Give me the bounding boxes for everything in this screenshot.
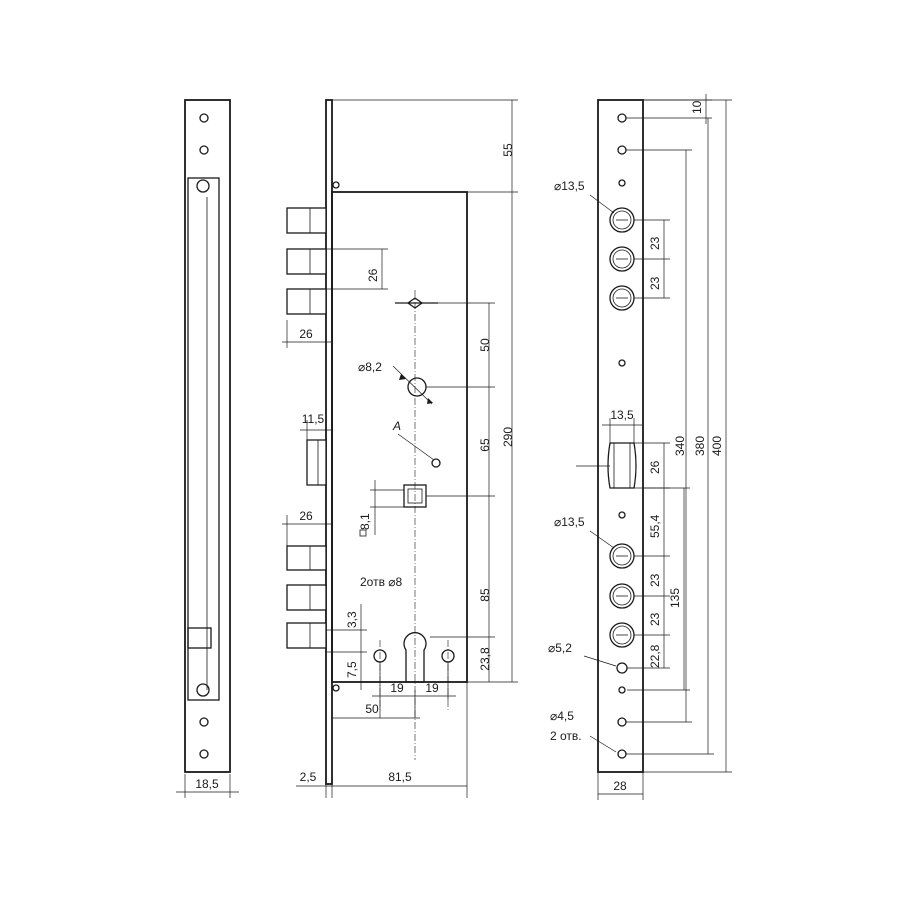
dim-strike-latch-height: 26 [648, 460, 662, 474]
dim-screw-diameter: ⌀4,5 [550, 709, 574, 723]
faceplate-screw-hole [199, 749, 209, 759]
dim-hole-offset: 22,8 [648, 644, 662, 668]
strike-screw-hole [618, 179, 626, 187]
dim-plate-thickness: 2,5 [300, 770, 317, 784]
strike-latch-opening [607, 442, 637, 489]
dim-top-to-case: 55 [501, 143, 515, 157]
dim-bolt-length-bottom: 26 [299, 509, 313, 523]
dim-square-to-cylinder: 85 [478, 588, 492, 602]
dim-bolt-pitch: 26 [366, 268, 380, 282]
dim-backset: 50 [365, 702, 379, 716]
dim-latch-width: 11,5 [302, 412, 325, 426]
dim-screw-count: 2 отв. [550, 729, 582, 743]
faceplate-screw-hole [199, 113, 209, 123]
upper-bolts [286, 207, 327, 315]
strike-screw-hole [617, 749, 627, 759]
strike-screw-hole [618, 686, 626, 694]
strike-screw-hole [616, 662, 628, 674]
dim-strike-bolt-diameter: ⌀13,5 [554, 179, 585, 193]
strike-plate-view: 10 ⌀13,5 23 23 13,5 26 ⌀13,5 55,4 23 [548, 94, 732, 800]
bolt [286, 545, 327, 571]
strike-screw-hole [618, 359, 626, 367]
dim-case-depth: 81,5 [388, 770, 412, 784]
dim-half-spacing-right: 19 [425, 681, 439, 695]
dim-strike-pitch-3: 23 [648, 573, 662, 587]
strike-screw-hole [618, 511, 626, 519]
bolt [286, 207, 327, 234]
faceplate-fixing-hole [196, 683, 210, 697]
lock-case-side-view: ⌀8,2 A 8,1 2отв ⌀8 55 50 65 [282, 99, 518, 798]
bolt [286, 622, 327, 649]
spindle-hole [407, 377, 427, 397]
bolt [286, 288, 327, 315]
faceplate-fixing-hole [196, 179, 210, 193]
dim-spindle-to-square: 65 [478, 438, 492, 452]
faceplate-screw-hole [199, 145, 209, 155]
faceplate-screw-hole [199, 717, 209, 727]
dim-strike-bolt-diameter-2: ⌀13,5 [554, 515, 585, 529]
dim-faceplate-width: 18,5 [195, 777, 219, 791]
dim-spindle-diameter: ⌀8,2 [358, 360, 382, 374]
dim-span-135: 135 [668, 588, 682, 608]
dim-case-bottom: 23,8 [478, 647, 492, 671]
strike-screw-hole [617, 113, 627, 123]
dim-strike-width: 28 [613, 779, 627, 793]
dim-strike-pitch-1: 23 [648, 236, 662, 250]
dim-strike-latch-width: 13,5 [610, 408, 634, 422]
faceplate-inner-slot [187, 177, 220, 701]
dim-half-spacing-left: 19 [390, 681, 404, 695]
dim-strike-pitch-2: 23 [648, 276, 662, 290]
dim-gap-small: 3,3 [345, 611, 359, 628]
bolt [286, 248, 327, 275]
dim-overall-case-height: 290 [501, 427, 515, 447]
dim-top-hole: 10 [690, 100, 704, 114]
dim-cylinder-bottom: 7,5 [345, 661, 359, 678]
bolt [286, 584, 327, 611]
label-holes: 2отв ⌀8 [360, 575, 403, 589]
cylinder-keyhole [403, 632, 427, 683]
label-point-a: A [392, 419, 401, 433]
dim-span-340: 340 [673, 436, 687, 456]
dim-strike-gap: 55,4 [648, 514, 662, 538]
lower-bolts [286, 545, 327, 649]
dim-screw-hole-diameter: ⌀5,2 [548, 641, 572, 655]
faceplate-front-view: 18,5 [176, 99, 239, 798]
point-a-hole [431, 458, 441, 468]
case-body [331, 191, 468, 683]
dim-square-size: 8,1 [358, 513, 372, 530]
dim-span-400: 400 [710, 436, 724, 456]
dim-span-380: 380 [693, 436, 707, 456]
strike-plate-outline [597, 99, 644, 773]
faceplate-outline [184, 99, 231, 773]
dim-bolt-length-top: 26 [299, 327, 313, 341]
latch [306, 439, 327, 486]
handle-slot [395, 297, 438, 309]
dim-strike-pitch-4: 23 [648, 612, 662, 626]
dim-handle-to-spindle: 50 [478, 338, 492, 352]
strike-screw-hole [617, 145, 627, 155]
strike-screw-hole [617, 717, 627, 727]
